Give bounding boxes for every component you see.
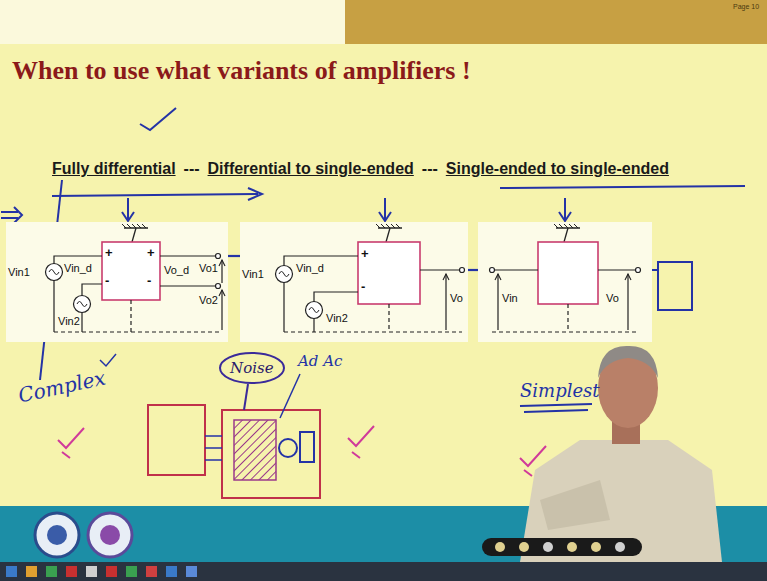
control-icon [567, 542, 577, 552]
control-icon [615, 542, 625, 552]
hand-stroke [652, 269, 658, 271]
signal-name: Vin1 [8, 266, 30, 278]
hand-circle [279, 439, 297, 457]
section-heading: Fully differential [52, 160, 176, 178]
hand-arrow [379, 198, 391, 221]
taskbar [0, 562, 767, 581]
control-icon [519, 542, 529, 552]
task-icon [166, 566, 177, 577]
signal-name: Vin1 [242, 268, 264, 280]
signal-name: Vo1 [199, 262, 218, 274]
top-band [345, 0, 767, 44]
presenter-hair [598, 346, 658, 378]
handwritten-note: Complex [16, 366, 108, 408]
polarity-sign: + [361, 247, 369, 261]
task-icon [106, 566, 117, 577]
check-mark [140, 108, 176, 130]
heading-row: Fully differential --- Differential to sin… [52, 160, 669, 178]
media-controls [482, 538, 642, 556]
logo [100, 525, 120, 545]
circuit-panel: + - Vin1Vin2 Vin_dVo [240, 222, 468, 342]
presenter-arm [540, 480, 610, 530]
hand-connector [468, 270, 478, 271]
logo [35, 513, 79, 557]
hand-underline [520, 404, 592, 412]
task-icon [6, 566, 17, 577]
check-mark [348, 426, 374, 458]
amplifier-schematic [6, 222, 228, 342]
task-icon [126, 566, 137, 577]
amplifier-schematic [240, 222, 468, 342]
load-box [658, 262, 692, 310]
signal-name: Vin_d [64, 262, 92, 274]
hatched-block [234, 420, 276, 480]
handwritten-note: Simplest [520, 380, 600, 401]
control-icon [591, 542, 601, 552]
block-sketch [148, 405, 205, 475]
task-icon [26, 566, 37, 577]
polarity-sign: - [105, 274, 109, 288]
check-mark [58, 428, 84, 458]
signal-name: Vo [450, 292, 463, 304]
handwritten-note: Ad Ac [298, 352, 342, 370]
arrow-head [248, 188, 262, 200]
signal-name: Vin2 [58, 315, 80, 327]
hand-box [300, 432, 314, 462]
top-band [0, 0, 345, 44]
connector-line [228, 255, 240, 257]
polarity-sign: - [147, 274, 151, 288]
hand-ellipse [220, 353, 284, 383]
connector-line [468, 269, 478, 271]
presenter-shirt [520, 440, 722, 562]
hand-wires [205, 436, 222, 460]
logo [88, 513, 132, 557]
control-icon [543, 542, 553, 552]
signal-name: Vin_d [296, 262, 324, 274]
polarity-sign: + [105, 246, 113, 260]
check-mark [100, 354, 116, 366]
hand-arrow [559, 198, 571, 221]
logo [47, 525, 67, 545]
hand-arrow [1, 207, 22, 223]
leader-line [244, 384, 248, 410]
section-heading: Single-ended to single-ended [446, 160, 669, 178]
block-sketch [222, 410, 320, 498]
signal-name: Vo_d [164, 264, 189, 276]
handwritten-note: Noise [230, 359, 274, 377]
task-icon [186, 566, 197, 577]
polarity-sign: - [361, 280, 365, 294]
task-icon [146, 566, 157, 577]
signal-name: Vo [606, 292, 619, 304]
control-icon [495, 542, 505, 552]
hand-underline [500, 186, 745, 188]
signal-name: Vin2 [326, 312, 348, 324]
hand-arrow [52, 194, 258, 196]
signal-name: Vin [502, 292, 518, 304]
separator: --- [422, 160, 438, 178]
amplifier-schematic [478, 222, 652, 342]
task-icon [46, 566, 57, 577]
separator: --- [184, 160, 200, 178]
task-icon [66, 566, 77, 577]
signal-name: Vo2 [199, 294, 218, 306]
circuit-panel: + - + - Vin1Vin2 Vin_d Vo_d Vo1Vo2 [6, 222, 228, 342]
circuit-panel: Vin Vo [478, 222, 652, 342]
slide-title: When to use what variants of amplifiers … [12, 56, 471, 86]
hand-connector [228, 256, 240, 257]
hand-arrow [122, 198, 134, 221]
section-heading: Differential to single-ended [208, 160, 414, 178]
task-icon [86, 566, 97, 577]
page-number: Page 10 [733, 3, 759, 10]
leader-line [280, 374, 300, 418]
polarity-sign: + [147, 246, 155, 260]
